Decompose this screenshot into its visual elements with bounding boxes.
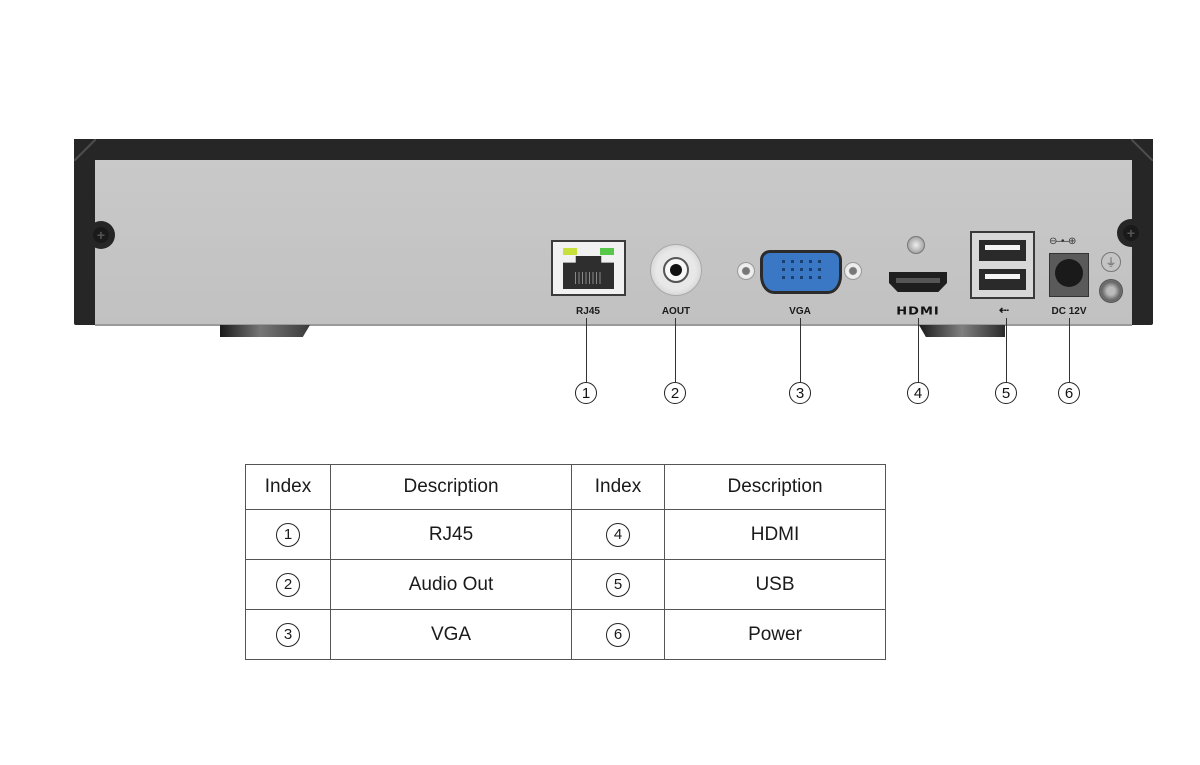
ground-screw bbox=[1099, 279, 1123, 303]
callout-5: 5 bbox=[995, 382, 1017, 404]
chassis-bevel-left bbox=[74, 139, 96, 161]
dc-power-jack bbox=[1049, 253, 1089, 297]
rj45-pins bbox=[575, 272, 603, 284]
index-cell: 6 bbox=[571, 609, 665, 660]
rj45-label: RJ45 bbox=[576, 306, 600, 317]
index-cell: 5 bbox=[571, 559, 665, 610]
aout-label: AOUT bbox=[661, 306, 691, 317]
table-row: 1 RJ45 4 HDMI bbox=[245, 509, 886, 560]
polarity-icon: ⊖–•–⊕ bbox=[1049, 236, 1076, 247]
callout-1: 1 bbox=[575, 382, 597, 404]
vga-screw-left bbox=[737, 262, 755, 280]
description-cell: USB bbox=[664, 559, 886, 610]
index-badge: 1 bbox=[276, 522, 300, 547]
vga-port bbox=[760, 250, 842, 294]
table-row: 2 Audio Out 5 USB bbox=[245, 559, 886, 610]
port-legend-table: Index Description Index Description 1 RJ… bbox=[245, 464, 886, 660]
vga-pins-row3 bbox=[763, 276, 839, 279]
activity-led-icon bbox=[600, 248, 614, 255]
description-cell: VGA bbox=[330, 609, 572, 660]
index-cell: 2 bbox=[245, 559, 331, 610]
usb-port-bottom bbox=[979, 269, 1026, 290]
description-cell: Power bbox=[664, 609, 886, 660]
rj45-port bbox=[551, 240, 626, 296]
audio-out-hole bbox=[670, 264, 682, 276]
dc-label: DC 12V bbox=[1051, 306, 1087, 317]
ground-icon: ⏚ bbox=[1101, 252, 1121, 272]
index-badge: 2 bbox=[276, 572, 300, 597]
vga-screw-right bbox=[844, 262, 862, 280]
index-cell: 4 bbox=[571, 509, 665, 560]
link-led-icon bbox=[563, 248, 577, 255]
vga-pins-row1 bbox=[763, 260, 839, 263]
description-cell: Audio Out bbox=[330, 559, 572, 610]
leader-line-4 bbox=[918, 318, 919, 382]
index-badge: 5 bbox=[606, 572, 630, 597]
usb-icon: ⇠ bbox=[998, 303, 1010, 317]
screw-icon: + bbox=[93, 227, 109, 243]
description-cell: HDMI bbox=[664, 509, 886, 560]
leader-line-1 bbox=[586, 318, 587, 382]
leader-line-2 bbox=[675, 318, 676, 382]
leader-line-3 bbox=[800, 318, 801, 382]
header-index: Index bbox=[571, 464, 665, 510]
description-cell: RJ45 bbox=[330, 509, 572, 560]
index-badge: 3 bbox=[276, 622, 300, 647]
device-foot-right bbox=[919, 325, 1005, 337]
header-index: Index bbox=[245, 464, 331, 510]
index-badge: 4 bbox=[606, 522, 630, 547]
screw-icon: + bbox=[1123, 225, 1139, 241]
chassis-bevel-right bbox=[1131, 139, 1153, 161]
usb-tongue bbox=[985, 274, 1020, 279]
callout-3: 3 bbox=[789, 382, 811, 404]
table-row: 3 VGA 6 Power bbox=[245, 609, 886, 660]
vga-pins-row2 bbox=[763, 268, 839, 271]
hdmi-screw bbox=[907, 236, 925, 254]
leader-line-5 bbox=[1006, 318, 1007, 382]
callout-4: 4 bbox=[907, 382, 929, 404]
usb-port-top bbox=[979, 240, 1026, 261]
index-cell: 3 bbox=[245, 609, 331, 660]
callout-6: 6 bbox=[1058, 382, 1080, 404]
device-foot-left bbox=[220, 325, 310, 337]
hdmi-logo: HDMI bbox=[896, 305, 940, 318]
usb-tongue bbox=[985, 245, 1020, 250]
hdmi-slot bbox=[896, 278, 940, 283]
usb-ports bbox=[970, 231, 1035, 299]
callout-2: 2 bbox=[664, 382, 686, 404]
table-header-row: Index Description Index Description bbox=[245, 464, 886, 510]
index-badge: 6 bbox=[606, 622, 630, 647]
header-description: Description bbox=[330, 464, 572, 510]
header-description: Description bbox=[664, 464, 886, 510]
leader-line-6 bbox=[1069, 318, 1070, 382]
dc-power-hole bbox=[1055, 259, 1083, 287]
vga-label: VGA bbox=[789, 306, 811, 317]
index-cell: 1 bbox=[245, 509, 331, 560]
